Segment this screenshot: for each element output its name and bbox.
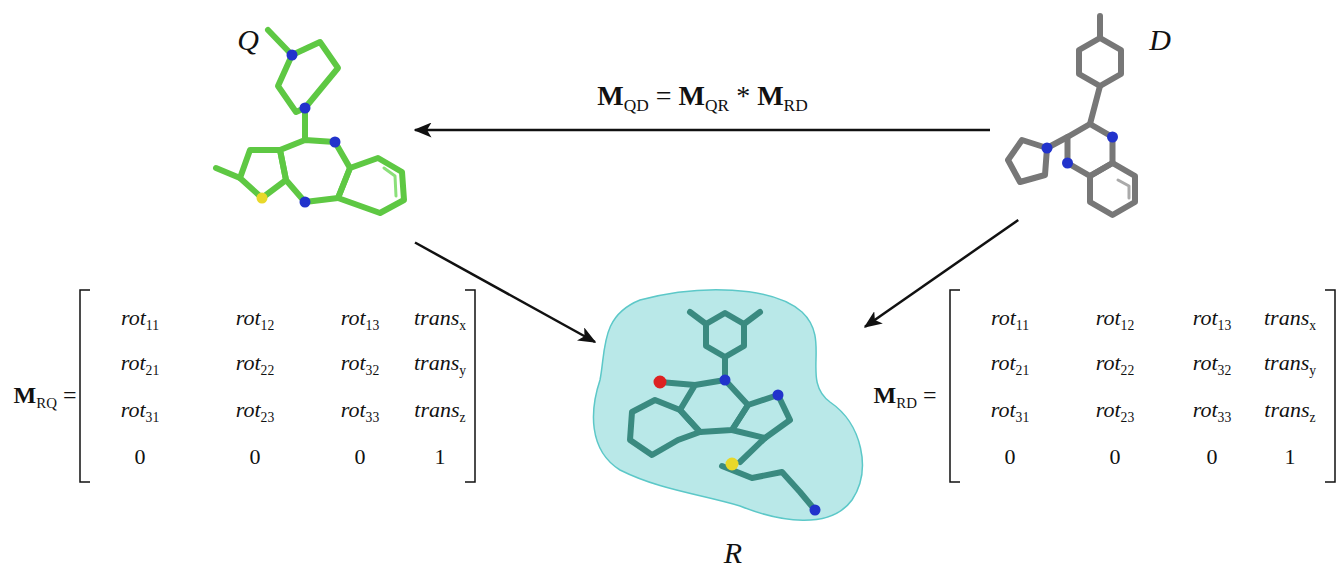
matrix-entry: 0	[1110, 446, 1121, 468]
matrix-name: MRD =	[874, 383, 937, 407]
matrix-entry: rot31	[991, 399, 1029, 421]
matrix-entry: 0	[355, 446, 366, 468]
matrix-entry: rot23	[1096, 399, 1134, 421]
matrix-entry: rot21	[121, 352, 159, 374]
molecule-node: D	[990, 20, 1180, 220]
matrix-entry: transx	[414, 307, 466, 329]
matrix-entry: 1	[1285, 446, 1296, 468]
edge-label: MQD = MQR * MRD	[591, 80, 813, 112]
matrix-entry: rot33	[1193, 399, 1231, 421]
surface-blob	[593, 290, 862, 520]
matrix-entry: transy	[1264, 352, 1316, 374]
matrix-entry: rot32	[341, 352, 379, 374]
matrix-entry: rot11	[121, 307, 159, 329]
matrix-entry: rot11	[991, 307, 1029, 329]
molecule-label: D	[1149, 25, 1171, 55]
matrix-entry: rot21	[991, 352, 1029, 374]
matrix-entry: 0	[135, 446, 146, 468]
matrix-entry: transx	[1264, 307, 1316, 329]
matrix-entry: rot23	[236, 399, 274, 421]
matrix-bracket	[80, 290, 1335, 482]
matrix-entry: transz	[414, 399, 465, 421]
molecule-d	[1008, 16, 1135, 215]
matrix-entry: rot12	[1096, 307, 1134, 329]
molecule-label: R	[724, 538, 742, 568]
matrix-entry: transz	[1264, 399, 1315, 421]
matrix-entry: 0	[1005, 446, 1016, 468]
matrix-entry: rot22	[236, 352, 274, 374]
matrix-entry: rot12	[236, 307, 274, 329]
molecule-q	[216, 30, 404, 213]
molecule-node: R	[595, 290, 865, 568]
matrix-entry: rot32	[1193, 352, 1231, 374]
matrix-entry: rot33	[341, 399, 379, 421]
molecule-label: Q	[237, 25, 259, 55]
matrix-entry: 0	[1207, 446, 1218, 468]
matrix-entry: 1	[435, 446, 446, 468]
molecule-node: Q	[215, 20, 415, 245]
transform-arrow	[415, 129, 990, 132]
matrix-entry: rot22	[1096, 352, 1134, 374]
matrix-entry: 0	[250, 446, 261, 468]
matrix-name: MRQ =	[14, 383, 77, 407]
matrix-entry: transy	[414, 352, 466, 374]
molecule-r	[630, 312, 819, 514]
matrix-entry: rot13	[1193, 307, 1231, 329]
matrix-entry: rot31	[121, 399, 159, 421]
matrix-entry: rot13	[341, 307, 379, 329]
